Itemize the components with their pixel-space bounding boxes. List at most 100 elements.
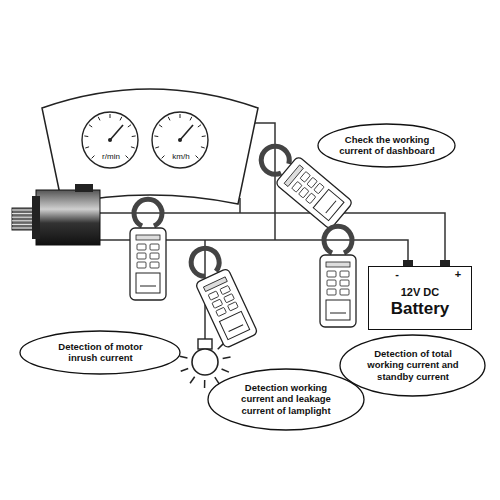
callout-ellipse: Detection of total working current and s… xyxy=(339,334,486,397)
callout-ellipse: Detection of motor inrush current xyxy=(19,330,181,375)
meter-button xyxy=(340,280,349,286)
meter-button xyxy=(208,291,219,300)
gauge-label: km/h xyxy=(172,152,189,161)
gauge-tick xyxy=(196,156,199,159)
meter-jaw xyxy=(134,199,162,226)
meter-button xyxy=(327,289,336,295)
gauge-dial xyxy=(82,112,138,168)
callout-ellipse-shape xyxy=(318,124,455,167)
meter-button xyxy=(299,187,309,198)
gauge-tick xyxy=(120,117,122,121)
node-content: Detection working current and leakage cu… xyxy=(230,382,342,416)
gauge-tick xyxy=(126,156,129,159)
lamp-ray xyxy=(222,369,229,372)
meter-band xyxy=(326,262,350,267)
gauge-tick xyxy=(85,147,89,148)
meter-body xyxy=(320,255,356,327)
meter-body xyxy=(195,268,258,348)
gauge-dial xyxy=(152,112,208,168)
gauge-tick xyxy=(162,156,165,159)
callout-ellipse: Check the working current of dashboard xyxy=(317,123,456,168)
meter-button xyxy=(150,253,159,259)
meter-digits xyxy=(229,325,244,332)
meter-band xyxy=(284,165,303,187)
gauge-tick xyxy=(201,147,205,148)
meter-button xyxy=(327,271,336,277)
callout-ellipse-shape xyxy=(20,331,180,374)
meter-button xyxy=(307,177,317,188)
clamp-meter xyxy=(320,226,356,327)
gauge-needle xyxy=(110,125,123,140)
clamp-meter xyxy=(183,242,258,348)
meter-jaw xyxy=(324,226,352,253)
meter-digits xyxy=(326,201,336,213)
gauge-hub xyxy=(108,138,112,142)
gauge-tick xyxy=(202,135,206,137)
meter-button xyxy=(224,294,235,303)
meter-button xyxy=(137,262,146,268)
wire xyxy=(100,213,445,262)
lamp-base xyxy=(198,339,212,349)
meter-button xyxy=(220,285,231,294)
terminal-sign: - xyxy=(395,268,399,280)
meter-digits xyxy=(140,286,156,287)
lamp-ray xyxy=(190,377,195,384)
gauge-tick xyxy=(131,147,135,148)
gauge-tick xyxy=(92,156,95,159)
gauge-label: r/min xyxy=(102,152,120,161)
meter-display xyxy=(219,311,249,339)
meter-body xyxy=(275,156,353,230)
meter-button xyxy=(300,171,310,182)
meter-digits xyxy=(330,313,346,314)
meter-button xyxy=(137,244,146,250)
gauge-hub xyxy=(178,138,182,142)
gauge-tick xyxy=(198,125,201,127)
meter-button xyxy=(292,181,302,192)
meter-button xyxy=(212,299,223,308)
wire xyxy=(250,123,275,240)
lamp-ray xyxy=(204,380,206,388)
callout-text: Check the working current of dashboard xyxy=(338,134,436,157)
meter-button xyxy=(327,280,336,286)
gauge-tick xyxy=(154,135,158,137)
gauge-tick xyxy=(180,114,181,118)
motor-body xyxy=(36,190,100,245)
gauge-needle xyxy=(180,125,193,140)
meter-button xyxy=(314,183,324,194)
lamp-ray xyxy=(181,368,188,371)
meter-display xyxy=(136,273,160,293)
node-content: Check the working current of dashboard xyxy=(338,134,436,157)
gauge-tick xyxy=(168,117,170,121)
dashboard-panel xyxy=(42,89,258,204)
gauge-tick xyxy=(155,147,159,148)
meter-display xyxy=(313,189,344,220)
callout-ellipse-shape xyxy=(208,369,364,430)
gauge-tick xyxy=(89,125,92,127)
gauge-tick xyxy=(98,117,100,121)
callout-text: Detection working current and leakage cu… xyxy=(230,382,342,416)
lamp-ray xyxy=(218,344,224,350)
gauge-tick xyxy=(132,135,136,137)
motor-endcap xyxy=(32,196,40,239)
node-content: Detection of total working current and s… xyxy=(361,348,465,382)
gauge-tick xyxy=(190,117,192,121)
gauge-tick xyxy=(159,125,162,127)
clamp-meter xyxy=(130,199,166,300)
callout-text: Detection of motor inrush current xyxy=(43,341,158,364)
meter-body xyxy=(130,228,166,300)
lamp-ray xyxy=(215,377,219,384)
terminal-sign: + xyxy=(455,268,461,280)
meter-display xyxy=(326,300,350,320)
meter-button xyxy=(137,253,146,259)
motor-terminal xyxy=(75,184,93,192)
callout-text: Detection of total working current and s… xyxy=(361,348,465,382)
node-content: Detection of motor inrush current xyxy=(43,341,158,364)
meter-button xyxy=(340,271,349,277)
meter-button xyxy=(150,244,159,250)
meter-band xyxy=(136,235,160,240)
lamp-bulb xyxy=(192,349,218,375)
lamp-ray xyxy=(223,357,231,359)
node-content: 12V DCBattery xyxy=(369,279,471,327)
battery-label: Battery xyxy=(391,299,450,319)
battery-voltage: 12V DC xyxy=(401,286,440,299)
